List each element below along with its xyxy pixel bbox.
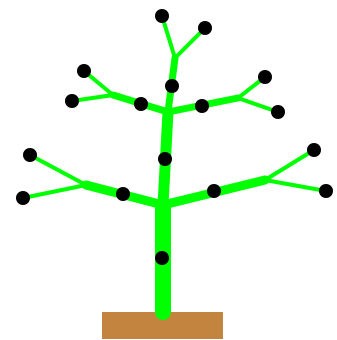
nodes-layer (16, 9, 333, 265)
tree-node-6 (116, 187, 130, 201)
tree-node-4 (134, 97, 148, 111)
tree-node-3 (165, 79, 179, 93)
tree-branch-8 (265, 180, 326, 191)
tree-node-9 (198, 21, 212, 35)
tree-node-12 (258, 70, 272, 84)
tree-node-2 (158, 152, 172, 166)
tree-node-8 (155, 9, 169, 23)
tree-node-13 (271, 105, 285, 119)
tree-branch-4 (30, 155, 86, 185)
tree-node-5 (195, 99, 209, 113)
tree-branch-5 (23, 185, 86, 198)
tree-node-17 (319, 184, 333, 198)
tree-node-11 (65, 94, 79, 108)
branches-layer (23, 16, 326, 312)
tree-node-16 (307, 143, 321, 157)
tree-branch-7 (265, 150, 314, 180)
tree-node-14 (23, 148, 37, 162)
tree-node-15 (16, 191, 30, 205)
tree-node-10 (77, 64, 91, 78)
tree-node-1 (155, 251, 169, 265)
tree-node-7 (207, 184, 221, 198)
